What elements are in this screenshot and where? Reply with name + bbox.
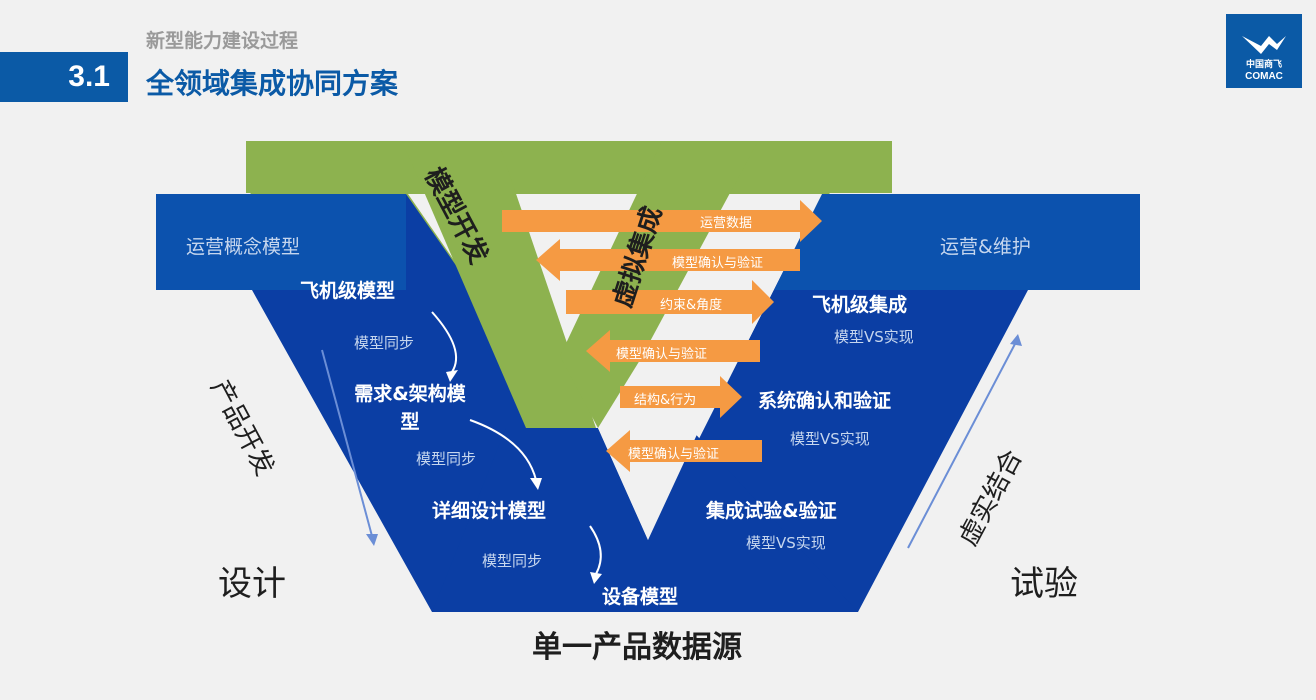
logo-en-text: COMAC: [1245, 71, 1283, 82]
virtual-real-arrow: [907, 341, 1017, 549]
equipment-model: 设备模型: [602, 586, 679, 608]
requirements-architecture-model: 需求&架构模型: [354, 383, 466, 433]
detailed-design-model: 详细设计模型: [432, 500, 547, 522]
product-dev-arrow: [321, 349, 373, 537]
design-label: 设计: [218, 564, 286, 604]
model-vs-impl-label-1: 模型VS实现: [834, 328, 914, 346]
arrow-constraint-angle: [566, 280, 774, 324]
green-left-stripe: [402, 141, 596, 428]
system-validation-verification: 系统确认和验证: [758, 390, 892, 412]
right-top-band: [774, 194, 1140, 290]
arrow-model-validation-3: [606, 430, 762, 472]
aircraft-level-integration: 飞机级集成: [812, 294, 908, 316]
sync-arrow-1: [431, 311, 457, 373]
sync-arrow-3: [589, 525, 602, 575]
arrow-text-structure-behavior: 结构&行为: [634, 393, 697, 408]
integration-test-verification: 集成试验&验证: [706, 500, 837, 522]
model-sync-label-2: 模型同步: [416, 450, 477, 468]
arrow-text-operation-data: 运营数据: [700, 216, 753, 231]
arrow-text-model-validation-1: 模型确认与验证: [672, 256, 764, 271]
arrow-structure-behavior: [620, 376, 742, 418]
sync-arrow-2: [469, 419, 537, 481]
test-label: 试验: [1010, 564, 1078, 604]
arrow-operation-data: [502, 200, 822, 242]
page-title: 全领域集成协同方案: [146, 67, 399, 100]
logo-cn-text: 中国商飞: [1245, 60, 1282, 70]
comac-wing-icon: [1242, 36, 1286, 54]
blue-v-shape: [156, 194, 1140, 612]
single-product-data-source: 单一产品数据源: [532, 630, 742, 665]
operation-maintenance: 运营&维护: [940, 236, 1031, 258]
arrow-model-validation-1: [536, 239, 800, 281]
arrow-text-model-validation-3: 模型确认与验证: [628, 447, 720, 462]
model-vs-impl-label-3: 模型VS实现: [746, 534, 826, 552]
arrow-text-constraint-angle: 约束&角度: [660, 298, 723, 313]
arrow-text-model-validation-2: 模型确认与验证: [616, 347, 708, 362]
model-sync-label-1: 模型同步: [354, 334, 415, 352]
operation-concept-model: 运营概念模型: [186, 236, 301, 258]
model-vs-impl-label-2: 模型VS实现: [790, 430, 870, 448]
model-sync-label-3: 模型同步: [482, 552, 543, 570]
comac-logo: 中国商飞 COMAC: [1226, 14, 1302, 88]
aircraft-level-model: 飞机级模型: [300, 280, 396, 302]
section-number-badge: 3.1: [0, 52, 128, 102]
blue-lower-fill: [432, 428, 858, 612]
left-top-band: [156, 194, 406, 290]
page-supertitle: 新型能力建设过程: [146, 30, 299, 52]
arrow-model-validation-2: [586, 330, 760, 372]
